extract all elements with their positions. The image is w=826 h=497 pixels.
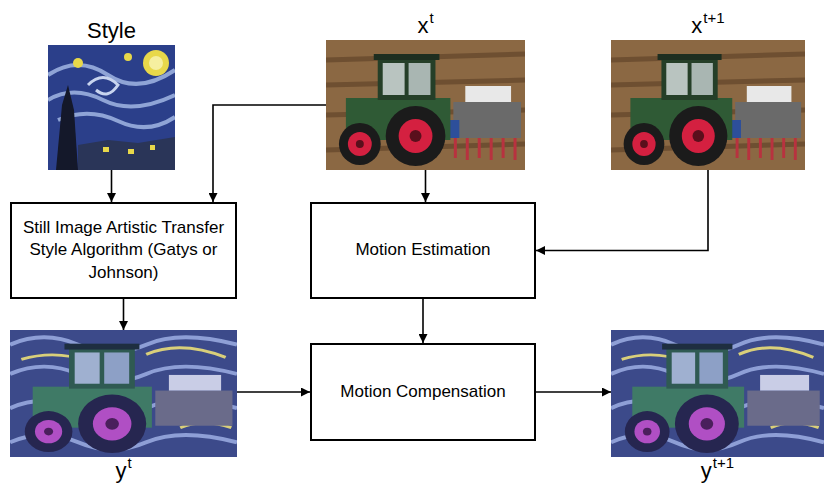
box-text-group: Motion Compensation: [340, 381, 505, 403]
frame-photo: [326, 40, 525, 170]
box-label: Motion Compensation: [340, 381, 505, 403]
starry-night-image: [48, 45, 175, 170]
variable-name: Style: [87, 18, 136, 43]
image-frame: xt: [326, 12, 525, 170]
image-caption: Style: [87, 17, 136, 45]
process-box: Still Image Artistic Transfer Style Algo…: [10, 202, 237, 299]
box-text-group: Still Image Artistic Transfer Style Algo…: [20, 217, 227, 283]
frame-photo: [611, 40, 805, 170]
flow-arrow: [536, 391, 611, 393]
flow-arrow: [237, 391, 310, 393]
image-frame: Style: [48, 17, 175, 170]
superscript: t: [429, 9, 433, 26]
image-frame: yt: [10, 330, 237, 485]
process-box: Motion Compensation: [310, 343, 536, 441]
box-text-group: Motion Estimation: [355, 239, 490, 261]
superscript: t+1: [703, 9, 724, 26]
flow-arrow: [425, 170, 427, 202]
superscript: t: [127, 454, 131, 471]
image-caption: yt: [115, 457, 131, 485]
flow-arrow: [536, 170, 708, 251]
image-area: [326, 40, 525, 170]
flow-arrow: [422, 299, 424, 343]
image-frame: xt+1: [611, 12, 805, 170]
image-caption: xt+1: [691, 12, 724, 40]
superscript: t+1: [713, 454, 734, 471]
image-area: [10, 330, 237, 457]
box-label: Still Image Artistic Transfer Style Algo…: [20, 217, 227, 283]
variable-name: y: [701, 458, 712, 483]
box-label: Motion Estimation: [355, 239, 490, 261]
stylized-frame: [611, 330, 824, 457]
image-caption: xt: [417, 12, 433, 40]
variable-name: x: [417, 13, 428, 38]
flow-arrow: [213, 105, 326, 202]
variable-name: y: [115, 458, 126, 483]
image-caption: yt+1: [701, 457, 734, 485]
image-area: [48, 45, 175, 170]
process-box: Motion Estimation: [310, 202, 536, 299]
flow-arrow: [111, 170, 113, 202]
variable-name: x: [691, 13, 702, 38]
image-frame: yt+1: [611, 330, 824, 485]
stylized-frame: [10, 330, 237, 457]
image-area: [611, 40, 805, 170]
flow-arrow: [123, 299, 125, 330]
image-area: [611, 330, 824, 457]
